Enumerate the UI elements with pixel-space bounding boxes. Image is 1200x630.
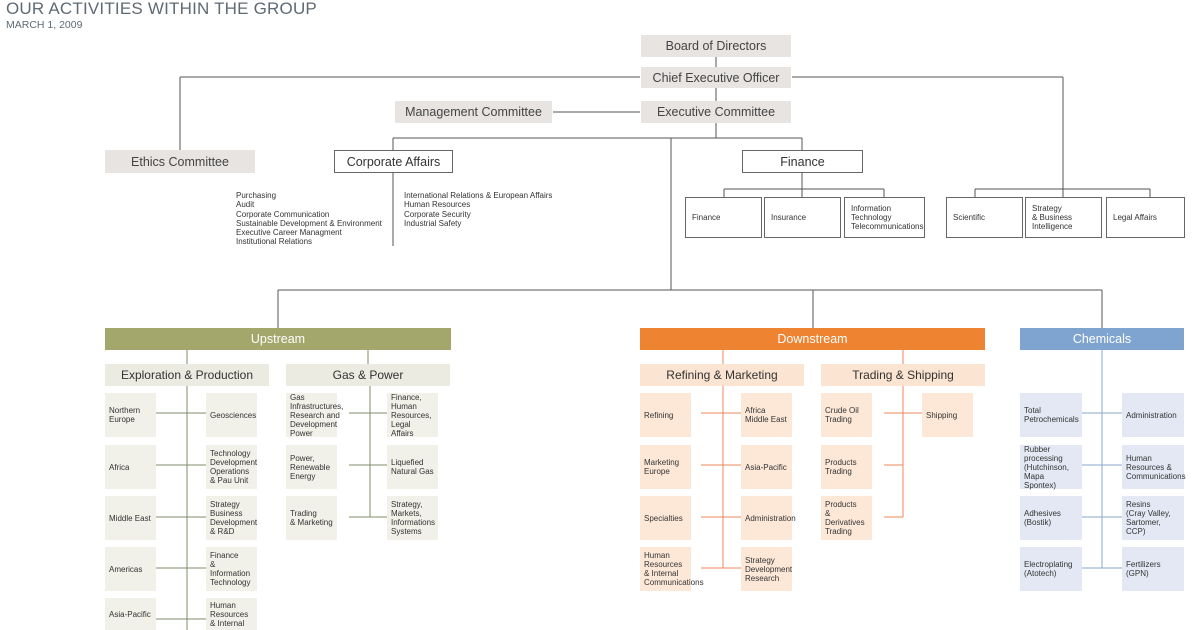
gas-power-unit-cell: Power, Renewable Energy [286,445,337,489]
refining-unit-cell: Refining [640,393,691,437]
exploration-function-cell: Geosciences [206,393,257,437]
finance-unit-finance: Finance [685,197,762,238]
chemicals-header: Chemicals [1020,328,1184,350]
gas-power-function-cell: Finance, Human Resources, Legal Affairs [387,393,438,438]
chemicals-function-cell: Fertilizers (GPN) [1122,547,1184,591]
corporate-affairs-item: Corporate Security [404,209,471,219]
trading-shipping-header: Trading & Shipping [821,364,985,386]
exploration-function-cell: Strategy Business Development & R&D [206,496,257,540]
refining-unit-cell: Marketing Europe [640,445,691,489]
chemicals-function-cell: Human Resources & Communications [1122,445,1186,489]
corporate-affairs-item: Executive Career Managment [236,228,342,238]
management-committee-box: Management Committee [395,101,552,123]
chemicals-unit-cell: Rubber processing (Hutchinson, Mapa Spon… [1020,445,1082,490]
corporate-affairs-list-right: International Relations & European Affai… [404,191,552,228]
corporate-affairs-item: Audit [236,200,255,210]
corporate-affairs-item: Sustainable Development & Environment [236,218,382,228]
downstream-header: Downstream [640,328,985,350]
ceo-box: Chief Executive Officer [641,67,791,88]
finance-box: Finance [742,150,863,173]
chemicals-function-cell: Resins (Cray Valley, Sartomer, CCP) [1122,496,1184,540]
chemicals-function-cell: Administration [1122,393,1184,437]
board-of-directors-box: Board of Directors [641,35,791,57]
corporate-affairs-item: Industrial Safety [404,218,462,228]
ceo-unit-strategy: Strategy & Business Intelligence [1025,197,1102,238]
gas-power-unit-cell: Gas Infrastructures, Research and Develo… [286,393,343,438]
ceo-unit-legal: Legal Affairs [1106,197,1185,238]
corporate-affairs-item: International Relations & European Affai… [404,191,553,200]
exploration-region-cell: Africa [105,445,156,489]
exploration-function-cell: Human Resources & Internal [206,598,257,630]
trading-unit-cell: Products Trading [821,445,872,489]
corporate-affairs-item: Purchasing [236,191,277,200]
corporate-affairs-item: Human Resources [404,200,471,210]
refining-region-cell: Asia-Pacific [741,445,792,489]
upstream-header: Upstream [105,328,451,350]
exploration-region-cell: Asia-Pacific [105,598,156,630]
finance-unit-it: Information Technology Telecommunication… [844,197,925,238]
finance-unit-insurance: Insurance [764,197,841,238]
refining-unit-cell: Human Resources & Internal Communication… [640,547,704,591]
corporate-affairs-item: Institutional Relations [236,237,313,247]
refining-region-cell: Africa Middle East [741,393,792,437]
refining-region-cell: Strategy Development Research [741,547,792,591]
refining-marketing-header: Refining & Marketing [640,364,804,386]
gas-power-header: Gas & Power [286,364,450,386]
gas-power-function-cell: Strategy, Markets, Informations Systems [387,496,438,540]
exploration-function-cell: Technology Development Operations & Pau … [206,445,257,489]
ethics-committee-box: Ethics Committee [105,150,255,173]
chemicals-unit-cell: Adhesives (Bostik) [1020,496,1082,540]
trading-unit-cell: Products & Derivatives Trading [821,496,872,540]
refining-region-cell: Administration [741,496,796,540]
chemicals-unit-cell: Total Petrochemicals [1020,393,1082,437]
corporate-affairs-item: Corporate Communication [236,209,330,219]
corporate-affairs-box: Corporate Affairs [334,150,453,173]
refining-unit-cell: Specialties [640,496,691,540]
chemicals-unit-cell: Electroplating (Atotech) [1020,547,1082,591]
exploration-function-cell: Finance & Information Technology [206,547,257,591]
exploration-production-header: Exploration & Production [105,364,269,386]
exploration-region-cell: Americas [105,547,156,591]
executive-committee-box: Executive Committee [641,101,791,123]
ceo-unit-scientific: Scientific [946,197,1023,238]
page-title: OUR ACTIVITIES WITHIN THE GROUP [6,0,317,18]
exploration-region-cell: Middle East [105,496,156,540]
page-date: MARCH 1, 2009 [6,19,83,31]
trading-unit-cell: Crude Oil Trading [821,393,872,437]
gas-power-unit-cell: Trading & Marketing [286,496,337,540]
shipping-cell: Shipping [922,393,973,437]
gas-power-function-cell: Liquefied Natural Gas [387,445,438,489]
exploration-region-cell: Northern Europe [105,393,156,437]
